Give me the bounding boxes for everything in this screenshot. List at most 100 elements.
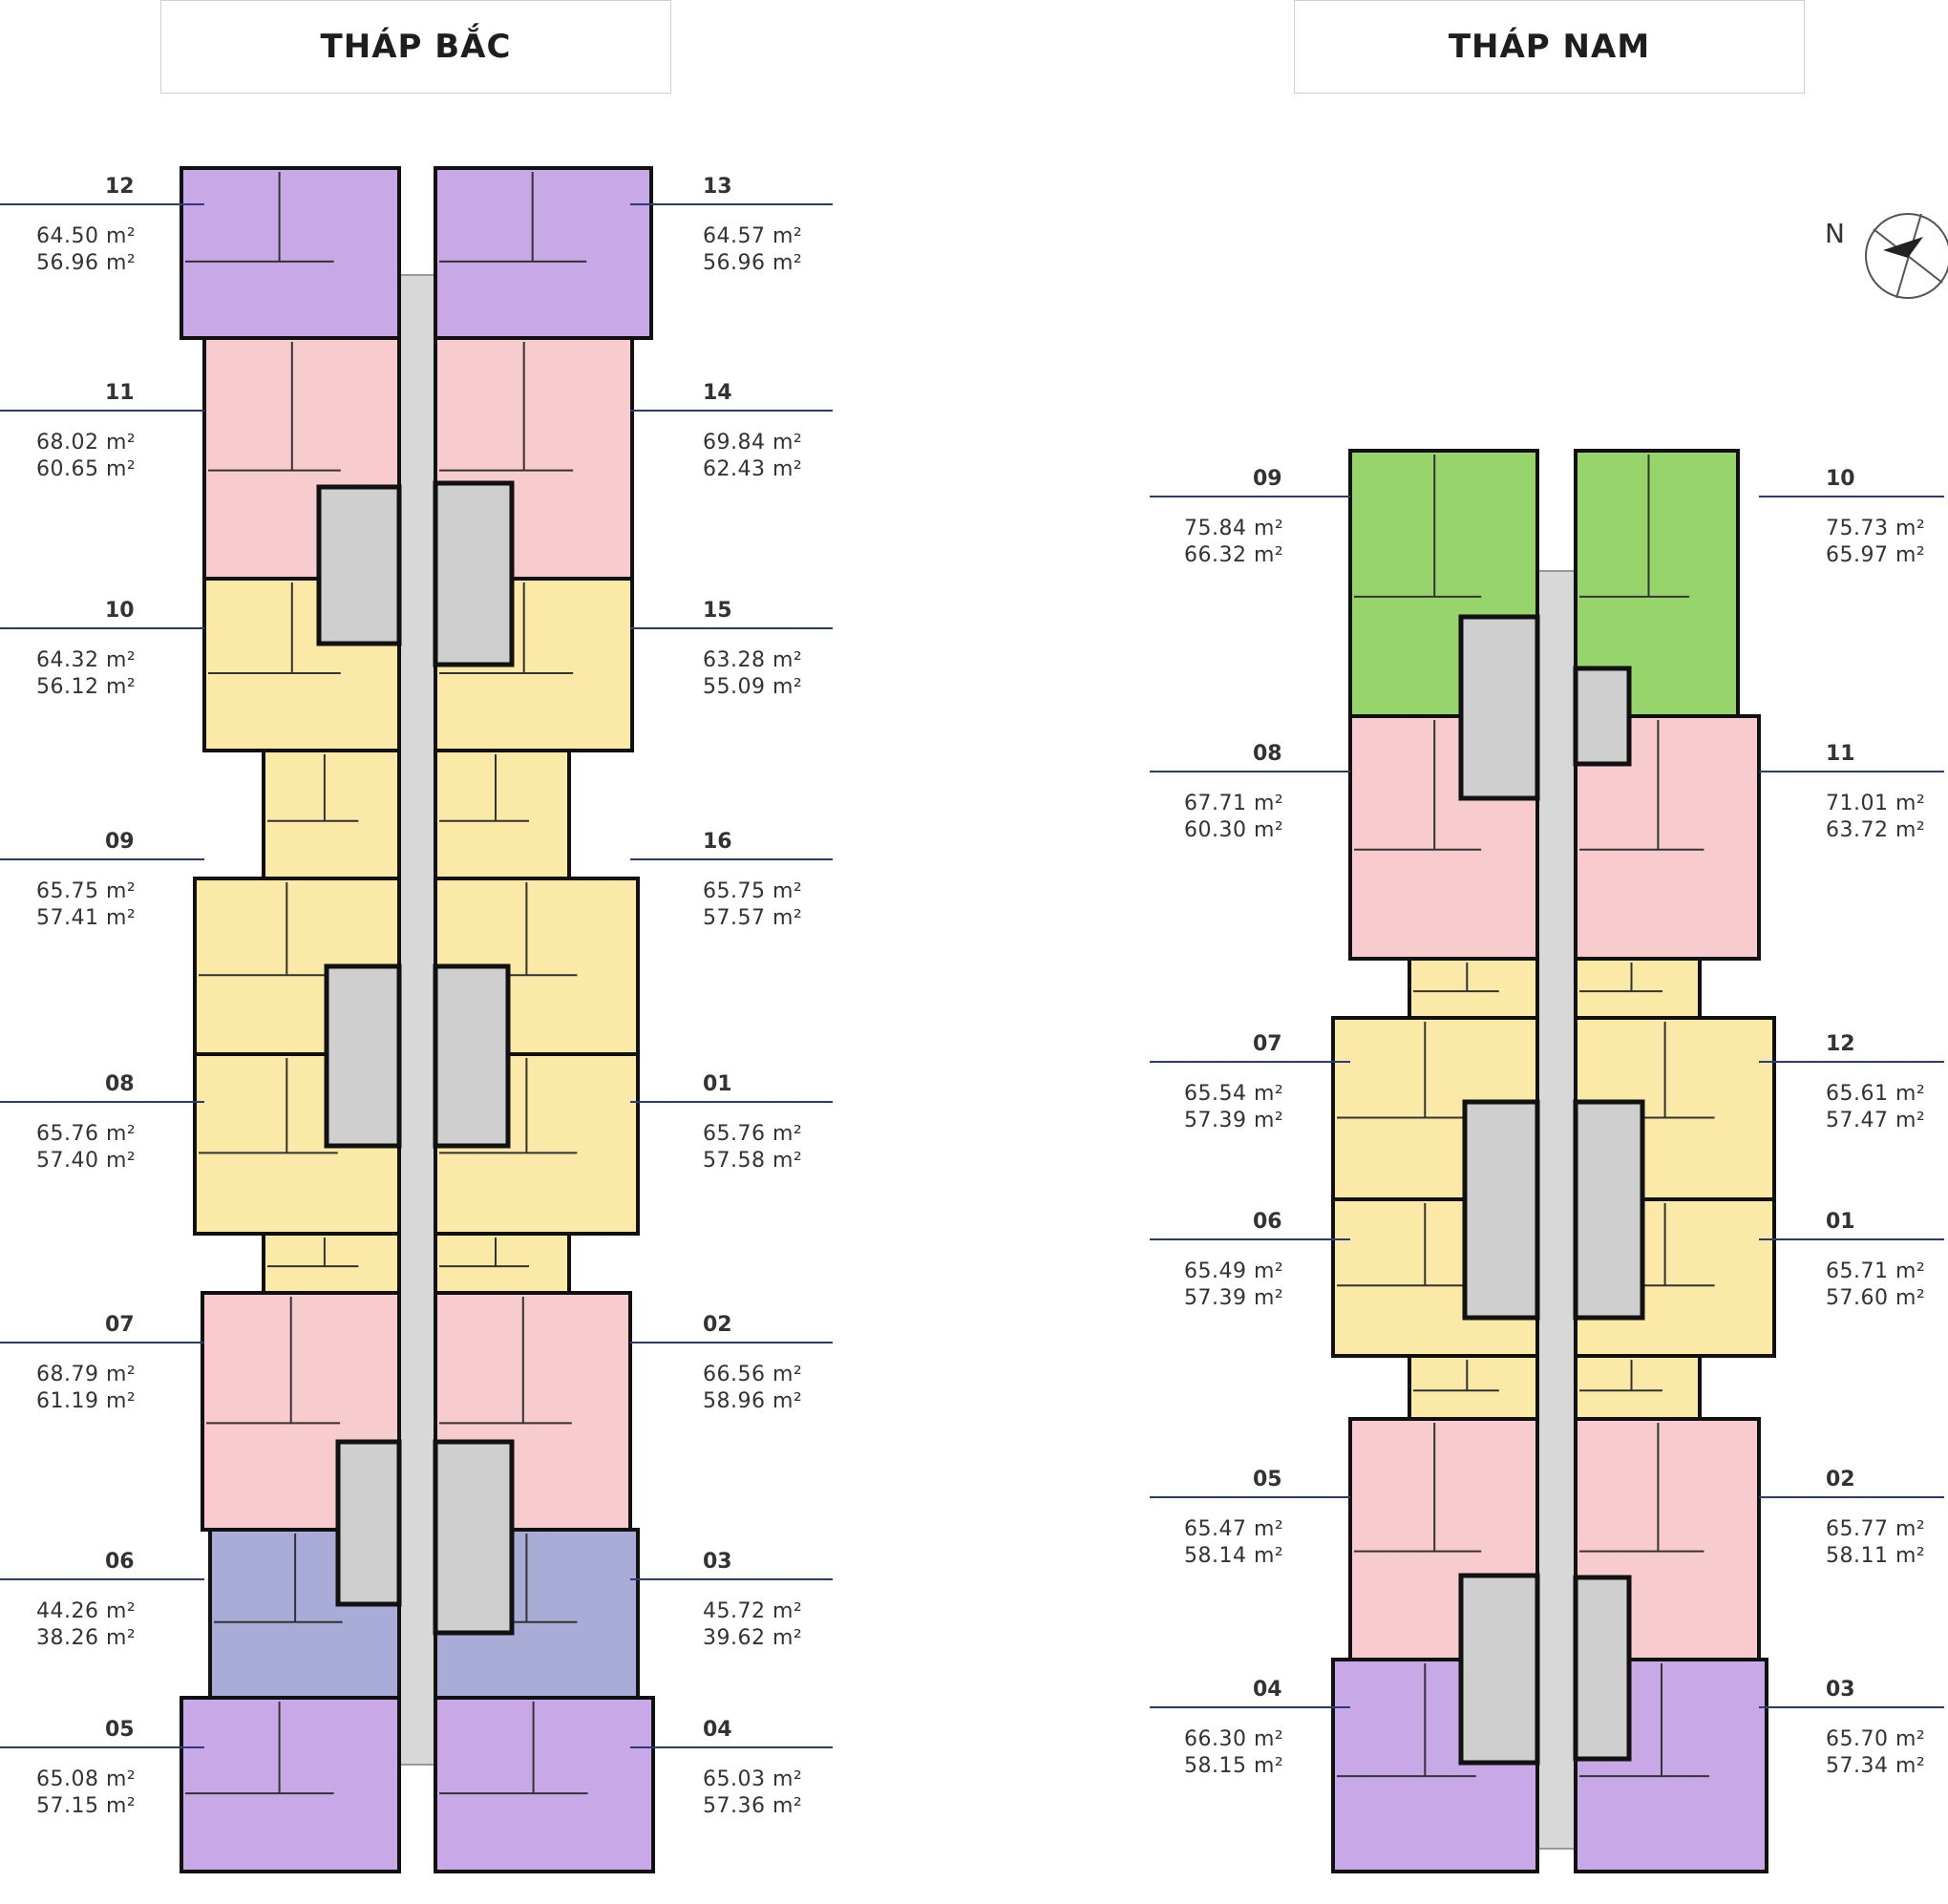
north-unit-block-left-9 [180,1696,401,1873]
gross-area: 69.84 m² [703,431,803,455]
net-area: 57.15 m² [36,1794,137,1818]
south-unit-block-left-5 [1408,1354,1539,1421]
gross-area: 65.75 m² [36,879,137,903]
net-area: 57.60 m² [1826,1286,1926,1310]
net-area: 39.62 m² [703,1626,803,1650]
unit-number: 03 [1826,1678,1855,1702]
south-tower-title: THÁP NAM [1294,0,1805,94]
unit-number: 07 [105,1313,135,1337]
gross-area: 65.49 m² [1184,1259,1284,1283]
gross-area: 45.72 m² [703,1599,803,1623]
net-area: 57.58 m² [703,1149,803,1173]
south-core-1 [1573,666,1632,767]
unit-number: 07 [1253,1032,1282,1056]
south-core-2 [1462,1099,1540,1321]
unit-number: 11 [105,381,135,405]
gross-area: 65.47 m² [1184,1517,1284,1541]
gross-area: 65.75 m² [703,879,803,903]
net-area: 66.32 m² [1184,543,1284,567]
gross-area: 65.70 m² [1826,1727,1926,1751]
north-core-4 [335,1439,402,1607]
gross-area: 65.71 m² [1826,1259,1926,1283]
south-core-0 [1458,614,1540,801]
gross-area: 68.79 m² [36,1363,137,1386]
south-corridor [1536,570,1577,1850]
unit-number: 06 [105,1550,135,1574]
gross-area: 66.30 m² [1184,1727,1284,1751]
north-core-1 [433,480,515,667]
net-area: 60.65 m² [36,457,137,481]
net-area: 56.96 m² [703,251,803,275]
unit-number: 12 [1826,1032,1855,1056]
net-area: 57.47 m² [1826,1109,1926,1132]
north-unit-block-left-7 [201,1291,401,1532]
south-unit-block-left-2 [1408,957,1539,1020]
net-area: 57.40 m² [36,1149,137,1173]
net-area: 62.43 m² [703,457,803,481]
net-area: 55.09 m² [703,675,803,699]
net-area: 65.97 m² [1826,543,1926,567]
gross-area: 65.54 m² [1184,1082,1284,1106]
gross-area: 68.02 m² [36,431,137,455]
gross-area: 63.28 m² [703,648,803,672]
gross-area: 65.76 m² [703,1122,803,1146]
gross-area: 64.57 m² [703,224,803,248]
unit-number: 11 [1826,742,1855,766]
unit-number: 09 [105,830,135,854]
unit-number: 10 [105,599,135,623]
north-unit-block-right-3 [434,749,571,880]
unit-number: 05 [1253,1468,1282,1491]
gross-area: 71.01 m² [1826,792,1926,815]
net-area: 58.15 m² [1184,1754,1284,1778]
south-unit-block-right-2 [1574,957,1702,1020]
unit-number: 05 [105,1718,135,1742]
net-area: 57.34 m² [1826,1754,1926,1778]
net-area: 57.39 m² [1184,1286,1284,1310]
unit-number: 01 [703,1072,732,1096]
net-area: 58.14 m² [1184,1544,1284,1568]
unit-number: 16 [703,830,732,854]
north-unit-block-right-0 [434,166,653,340]
net-area: 63.72 m² [1826,818,1926,842]
gross-area: 67.71 m² [1184,792,1284,815]
unit-number: 14 [703,381,732,405]
south-core-5 [1573,1575,1632,1762]
net-area: 60.30 m² [1184,818,1284,842]
unit-number: 13 [703,175,732,199]
gross-area: 65.61 m² [1826,1082,1926,1106]
net-area: 57.57 m² [703,906,803,930]
north-unit-block-left-6 [262,1232,401,1295]
gross-area: 75.73 m² [1826,517,1926,540]
north-tower-title: THÁP BẮC [160,0,671,94]
unit-number: 06 [1253,1210,1282,1234]
unit-number: 10 [1826,467,1855,491]
north-core-5 [433,1439,515,1636]
north-unit-block-right-9 [434,1696,655,1873]
net-area: 61.19 m² [36,1389,137,1413]
net-area: 58.11 m² [1826,1544,1926,1568]
north-unit-block-right-6 [434,1232,571,1295]
gross-area: 75.84 m² [1184,517,1284,540]
gross-area: 65.76 m² [36,1122,137,1146]
net-area: 57.36 m² [703,1794,803,1818]
gross-area: 65.03 m² [703,1767,803,1791]
compass-north-label: N [1825,218,1845,249]
gross-area: 64.50 m² [36,224,137,248]
south-core-4 [1458,1573,1540,1766]
net-area: 56.96 m² [36,251,137,275]
north-core-0 [316,484,402,646]
unit-number: 04 [1253,1678,1282,1702]
unit-number: 03 [703,1550,732,1574]
unit-number: 04 [703,1718,732,1742]
unit-number: 09 [1253,467,1282,491]
unit-number: 08 [105,1072,135,1096]
gross-area: 64.32 m² [36,648,137,672]
south-core-3 [1573,1099,1645,1321]
north-core-3 [433,963,511,1149]
south-unit-block-right-5 [1574,1354,1702,1421]
unit-number: 15 [703,599,732,623]
net-area: 38.26 m² [36,1626,137,1650]
unit-number: 08 [1253,742,1282,766]
north-unit-block-left-0 [180,166,401,340]
